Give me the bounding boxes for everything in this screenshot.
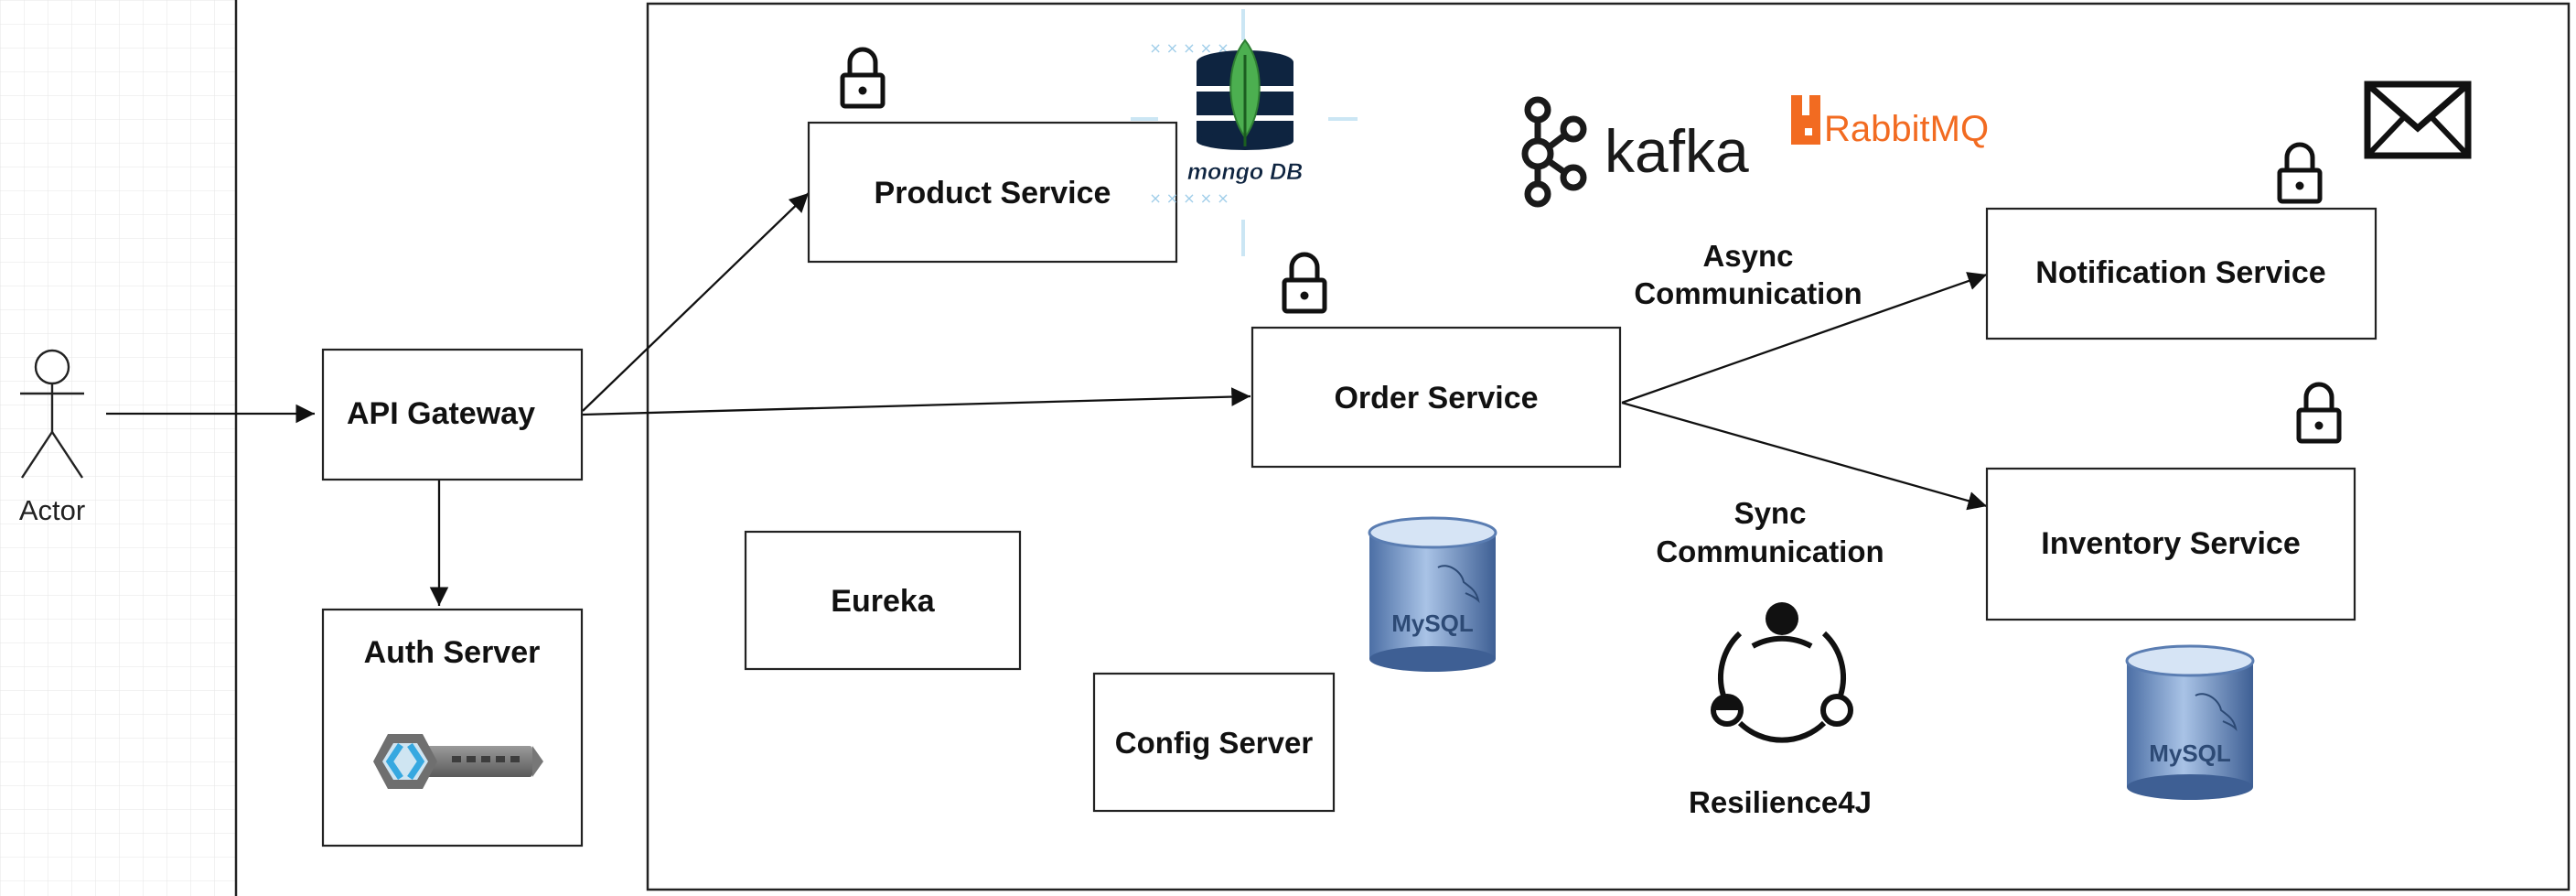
- inventory-service-label: Inventory Service: [2041, 526, 2300, 561]
- notification-service-label: Notification Service: [2035, 255, 2325, 290]
- rabbitmq-logo: RabbitMQ: [1791, 95, 1989, 149]
- mysql-database-icon: MySQL: [1368, 516, 1497, 672]
- kafka-label: kafka: [1605, 117, 1749, 185]
- auth-server-label: Auth Server: [364, 635, 541, 670]
- mysql-label: MySQL: [1391, 610, 1474, 637]
- api-gateway-box[interactable]: API Gateway: [321, 348, 584, 481]
- rabbitmq-label: RabbitMQ: [1824, 109, 1989, 149]
- product-service-box[interactable]: Product Service: [807, 121, 1178, 264]
- config-server-label: Config Server: [1115, 726, 1314, 760]
- connections: [106, 192, 1988, 606]
- eureka-label: Eureka: [831, 584, 935, 619]
- mongodb-label: mongo DB: [1187, 159, 1303, 185]
- arrow-order-to-inventory: [1621, 401, 1988, 511]
- async-label-line2: Communication: [1634, 276, 1862, 310]
- system-boundary: [646, 2, 2571, 891]
- actor-label: Actor: [19, 494, 85, 526]
- sync-label-line2: Communication: [1656, 534, 1884, 568]
- mongodb-selection-handles-icon: [1131, 9, 1358, 256]
- config-server-box[interactable]: Config Server: [1092, 672, 1336, 813]
- async-label-line1: Async: [1702, 239, 1793, 273]
- actor[interactable]: Actor: [19, 349, 85, 526]
- svg-text:× × × × ×: × × × × ×: [1149, 39, 1229, 57]
- lock-icon: [840, 47, 886, 109]
- resilience4j-label: Resilience4J: [1689, 785, 1872, 819]
- mail-icon: [2364, 81, 2472, 159]
- arrow-gateway-to-order: [582, 387, 1251, 416]
- notification-service-box[interactable]: Notification Service: [1985, 207, 2377, 340]
- arrow-gateway-to-product: [582, 192, 810, 412]
- order-service-box[interactable]: Order Service: [1250, 326, 1622, 469]
- auth-server-box[interactable]: Auth Server: [321, 608, 584, 847]
- lock-icon: [2277, 142, 2323, 204]
- inventory-service-box[interactable]: Inventory Service: [1985, 467, 2356, 621]
- mysql-database-icon: MySQL: [2125, 644, 2255, 800]
- lock-icon: [1282, 252, 1327, 314]
- lock-icon: [2296, 382, 2342, 444]
- resilience4j-logo: Resilience4J: [1689, 602, 1872, 819]
- mongodb-grid-marks-icon: × × × × × × × × × ×: [1149, 39, 1229, 207]
- product-service-label: Product Service: [875, 176, 1111, 211]
- api-gateway-label: API Gateway: [347, 396, 535, 431]
- sync-label-line1: Sync: [1734, 496, 1807, 530]
- arrow-order-to-notification: [1621, 272, 1988, 405]
- kafka-logo: kafka: [1521, 96, 1749, 208]
- mysql-label: MySQL: [2149, 739, 2231, 767]
- mongodb-logo: × × × × × × × × × × mongo DB: [1131, 9, 1358, 256]
- eureka-box[interactable]: Eureka: [744, 530, 1022, 671]
- order-service-label: Order Service: [1334, 381, 1538, 416]
- svg-text:× × × × ×: × × × × ×: [1149, 189, 1229, 207]
- keycloak-logo: [373, 734, 543, 789]
- grid-background: [0, 0, 236, 896]
